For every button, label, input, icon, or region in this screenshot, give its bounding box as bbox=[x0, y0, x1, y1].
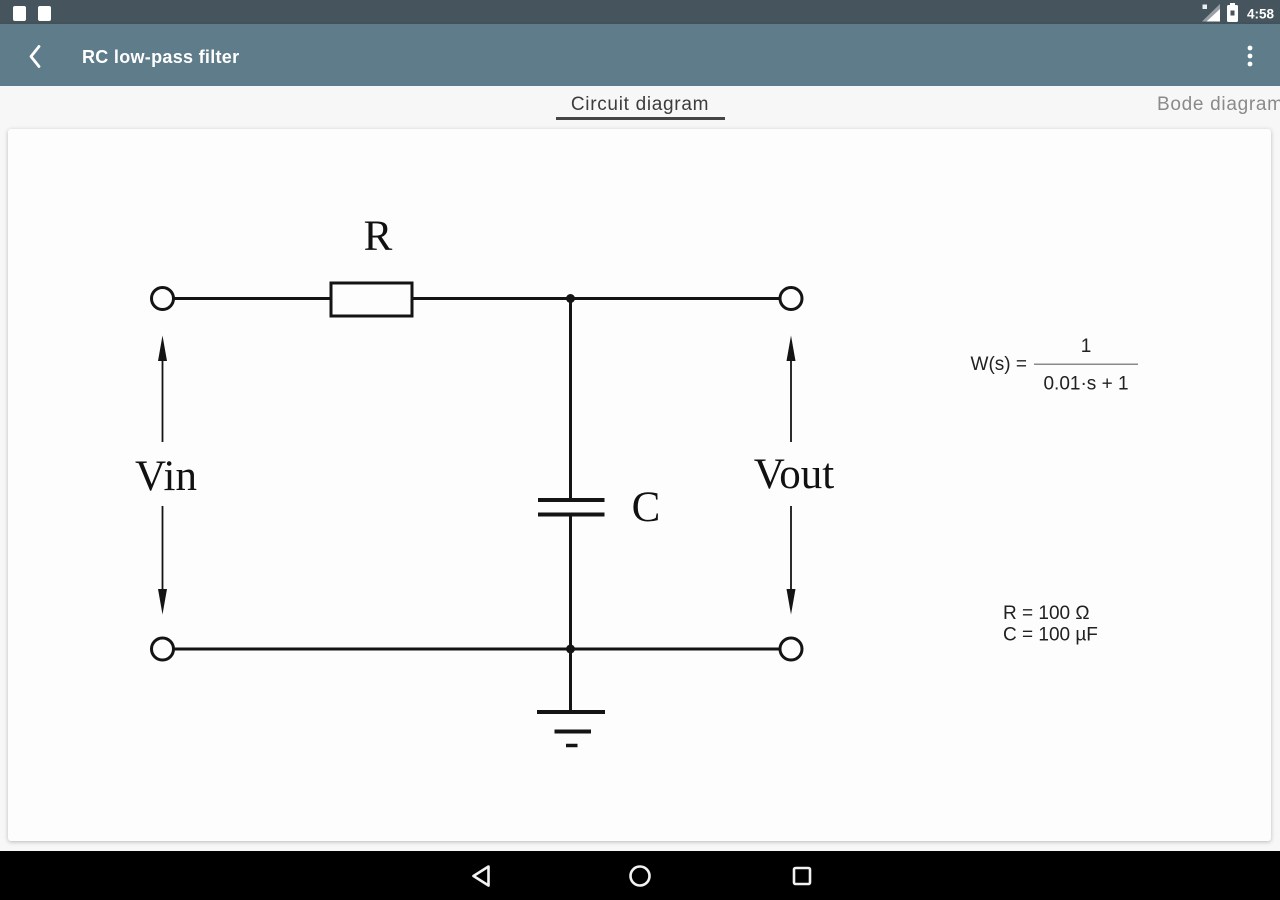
svg-text:Vout: Vout bbox=[754, 451, 835, 498]
svg-text:W(s) =: W(s) = bbox=[971, 354, 1027, 375]
svg-text:1: 1 bbox=[1081, 336, 1092, 357]
svg-text:0.01·s + 1: 0.01·s + 1 bbox=[1043, 374, 1128, 395]
svg-text:C = 100 µF: C = 100 µF bbox=[1003, 625, 1098, 646]
svg-text:Vin: Vin bbox=[135, 453, 197, 500]
svg-text:R = 100 Ω: R = 100 Ω bbox=[1003, 603, 1090, 624]
svg-text:C: C bbox=[632, 484, 661, 531]
svg-text:R: R bbox=[364, 213, 393, 260]
svg-text:4:58: 4:58 bbox=[1247, 7, 1275, 22]
